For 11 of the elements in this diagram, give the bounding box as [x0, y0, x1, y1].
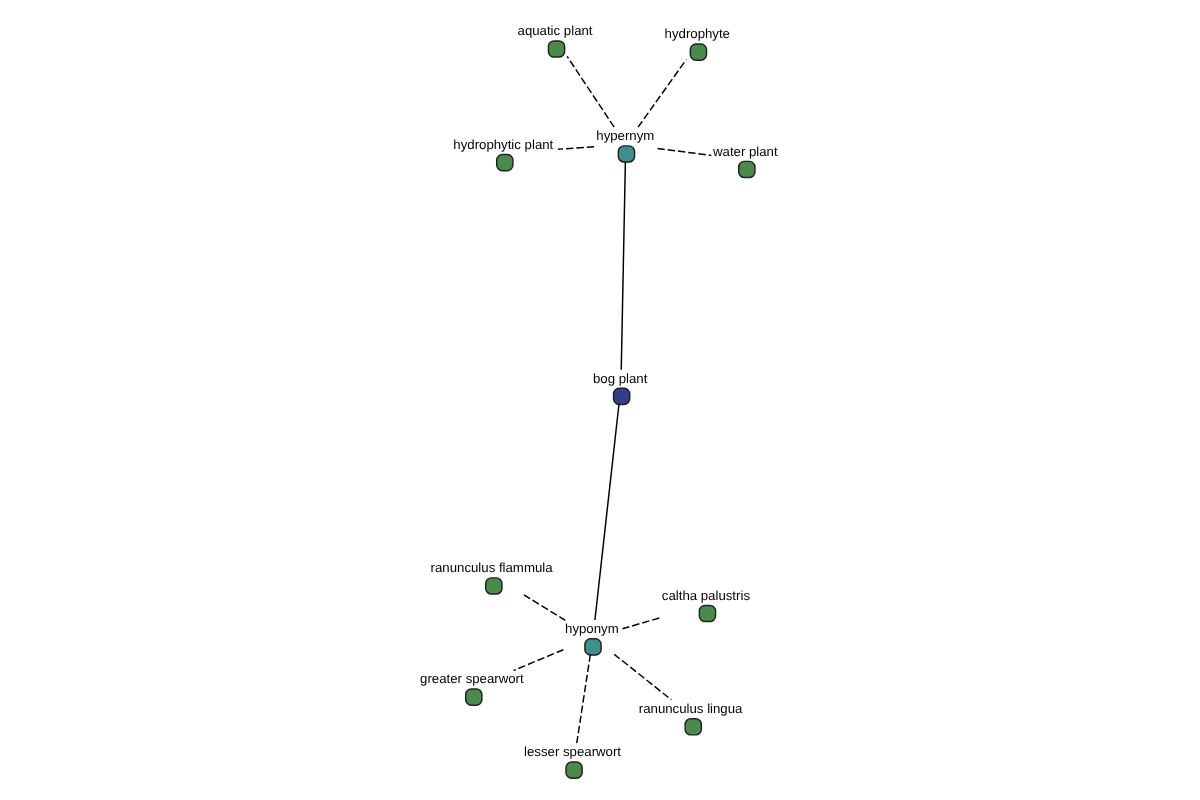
connector [613, 653, 673, 701]
connector [637, 58, 687, 128]
connector [621, 616, 662, 630]
connector [656, 147, 713, 157]
connector [594, 403, 620, 621]
connector [512, 649, 565, 672]
connector [557, 145, 595, 150]
connector [521, 593, 567, 622]
connector [566, 55, 615, 128]
connector [620, 161, 627, 371]
connector [575, 653, 592, 745]
